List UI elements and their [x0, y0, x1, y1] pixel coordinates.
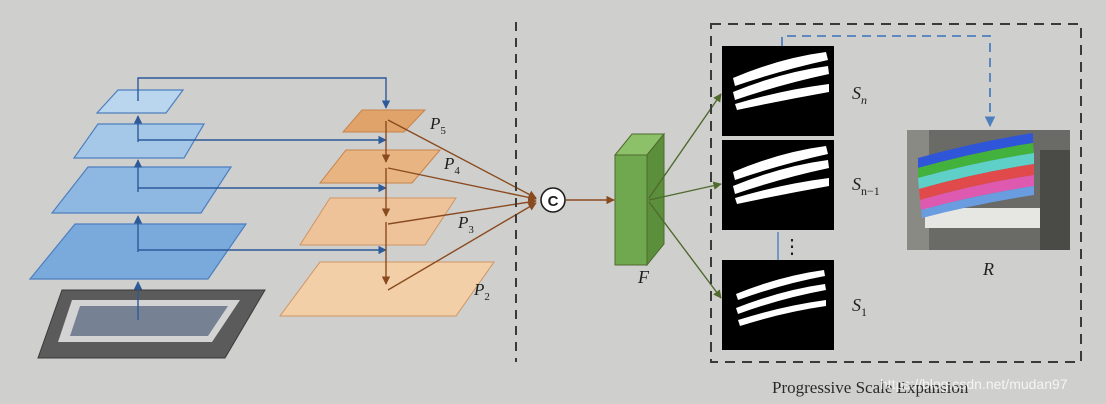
label-p2: P2: [473, 280, 490, 303]
feature-p3: [299, 197, 457, 246]
watermark: https://blog.csdn.net/mudan97: [880, 376, 1068, 392]
label-r: R: [982, 259, 994, 279]
result-image-r: [907, 130, 1070, 250]
label-f: F: [637, 267, 650, 287]
lateral-connections: [137, 77, 391, 255]
feature-p2: [279, 261, 495, 317]
concat-symbol: C: [548, 193, 559, 210]
feature-pyramid: [279, 109, 495, 317]
label-sn-1: Sn−1: [852, 174, 880, 198]
feature-p4: [318, 149, 442, 184]
ellipsis: ⋮: [782, 236, 802, 258]
pyramid-level-4: [95, 89, 185, 114]
input-image: [37, 289, 266, 359]
pse-box: [710, 23, 1082, 363]
label-sn: Sn: [852, 83, 867, 107]
f-to-s-arrows: [648, 93, 722, 299]
pyramid-level-2: [50, 166, 233, 214]
label-p4: P4: [443, 154, 460, 177]
label-p3: P3: [457, 213, 474, 236]
pse-caption: Progressive Scale Expansion: [772, 378, 969, 397]
label-s1: S1: [852, 295, 867, 319]
kernel-map-sn-1: [722, 140, 834, 230]
concat-node: C: [540, 187, 566, 213]
fused-feature-f: [613, 132, 666, 267]
feature-p5: [341, 109, 427, 133]
pyramid-level-3: [72, 123, 206, 159]
kernel-map-s1: [722, 260, 834, 350]
expansion-arrow: [781, 35, 996, 128]
fuse-arrows: [387, 119, 537, 291]
feature-labels: P5 P4 P3 P2: [429, 114, 490, 303]
label-p5: P5: [429, 114, 446, 137]
kernel-map-sn: [722, 46, 834, 136]
